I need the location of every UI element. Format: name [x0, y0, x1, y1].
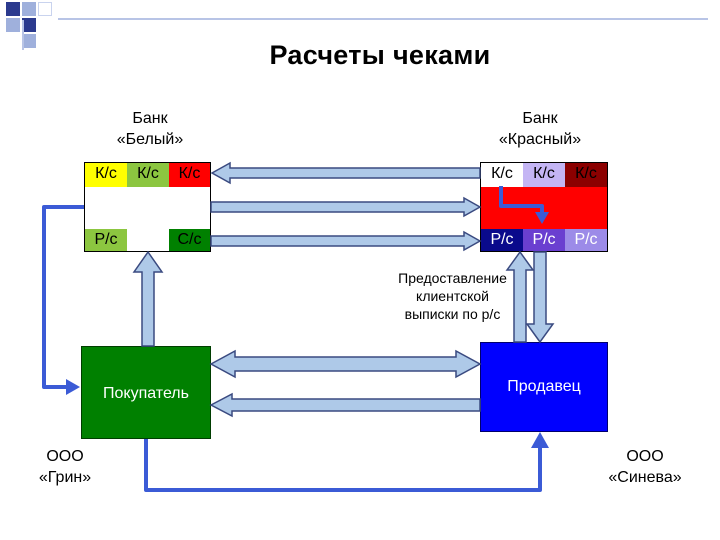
- bank-white-cell-ks-3: К/с: [169, 163, 210, 187]
- path-red-inner: [499, 186, 544, 214]
- statement-note-line1: Предоставление: [398, 270, 507, 286]
- page-title: Расчеты чеками: [269, 40, 491, 70]
- statement-note-line3: выписки по р/с: [404, 306, 501, 322]
- header-rule-short: [22, 20, 24, 50]
- bank-white-cell-ks-1: К/с: [85, 163, 127, 187]
- arrowhead-red-inner: [535, 212, 549, 224]
- bank-white-label-line2: «Белый»: [116, 131, 184, 148]
- statement-note-line2: клиентской: [416, 288, 489, 304]
- arrowhead-white-to-buyer: [66, 379, 80, 395]
- bank-white-cell-ss: С/с: [169, 229, 210, 251]
- arrow-buyer-seller-double: [209, 349, 482, 379]
- bank-red-cell-rs-3: Р/с: [565, 229, 607, 251]
- path-buyer-to-seller: [144, 439, 542, 492]
- statement-note: Предоставление клиентской выписки по р/с: [370, 269, 535, 323]
- arrow-ss-to-red-rs: [210, 230, 482, 252]
- arrow-ks-red-to-white: [210, 161, 481, 185]
- arrow-buyer-to-white: [132, 250, 164, 347]
- bank-white-cell-rs: Р/с: [85, 229, 127, 251]
- bank-red-cell-ks-3: К/с: [565, 163, 607, 187]
- bank-red-label: Банк «Красный»: [470, 108, 610, 150]
- arrow-seller-to-red: [505, 250, 535, 343]
- seller-box: Продавец: [480, 342, 608, 432]
- bank-white-cell-ks-2: К/с: [127, 163, 169, 187]
- bank-red-label-line1: Банк: [522, 110, 558, 127]
- bank-red-cell-rs-2: Р/с: [523, 229, 565, 251]
- path-white-to-buyer: [42, 205, 84, 389]
- bank-red-cell-rs-1: Р/с: [481, 229, 523, 251]
- arrow-seller-to-buyer: [209, 392, 481, 418]
- bank-red-label-line2: «Красный»: [498, 131, 582, 148]
- buyer-org-line1: ООО: [46, 448, 84, 465]
- buyer-label: Покупатель: [103, 385, 189, 402]
- buyer-org-line2: «Грин»: [38, 469, 92, 486]
- buyer-org-label: ООО «Грин»: [20, 446, 110, 488]
- seller-org-line1: ООО: [626, 448, 664, 465]
- arrowhead-buyer-to-seller: [531, 432, 549, 448]
- bank-red-cell-ks-2: К/с: [523, 163, 565, 187]
- header-rule: [58, 18, 708, 20]
- corner-decoration: [0, 0, 60, 50]
- bank-red-cell-ks-1: К/с: [481, 163, 523, 187]
- seller-org-label: ООО «Синева»: [590, 446, 700, 488]
- seller-label: Продавец: [507, 378, 581, 395]
- arrow-red-to-seller: [525, 251, 555, 344]
- bank-white-label: Банк «Белый»: [80, 108, 220, 150]
- bank-white-label-line1: Банк: [132, 110, 168, 127]
- seller-org-line2: «Синева»: [608, 469, 682, 486]
- bank-white-box: К/с К/с К/с Р/с С/с: [84, 162, 211, 252]
- arrow-white-to-red: [210, 196, 482, 218]
- buyer-box: Покупатель: [81, 346, 211, 439]
